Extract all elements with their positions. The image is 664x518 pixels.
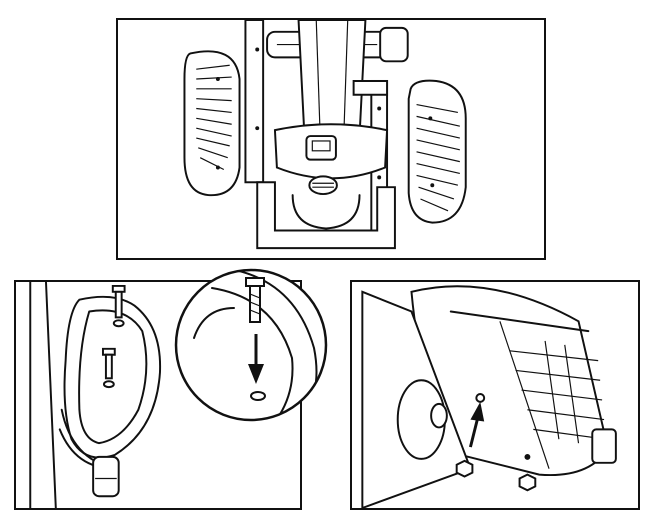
pedal-nut-illustration bbox=[361, 285, 617, 508]
zoom-detail-circle bbox=[174, 268, 328, 422]
elliptical-overview-illustration bbox=[183, 20, 467, 250]
bolt-icon bbox=[245, 277, 265, 323]
roller bbox=[308, 175, 338, 196]
pedal-arm bbox=[361, 290, 472, 508]
nut-icon-2 bbox=[518, 473, 537, 492]
bolt-icon bbox=[111, 284, 126, 328]
pedal-bolt-illustration bbox=[29, 282, 162, 508]
overview-panel bbox=[116, 18, 546, 260]
console-housing bbox=[273, 123, 389, 180]
pedal-roller bbox=[92, 455, 120, 498]
right-arm bbox=[352, 79, 389, 96]
left-post bbox=[244, 20, 265, 184]
base-frame bbox=[256, 181, 396, 250]
bolt-icon-2 bbox=[101, 347, 116, 389]
zoom-bolt-illustration bbox=[174, 268, 328, 422]
arrow-up-icon bbox=[469, 401, 485, 448]
pedal-icon bbox=[410, 285, 617, 477]
bolt-end bbox=[475, 393, 486, 403]
pedal-nut-panel bbox=[350, 280, 640, 510]
console-display bbox=[305, 135, 337, 161]
right-pedal-icon bbox=[407, 79, 467, 224]
central-column bbox=[297, 20, 367, 138]
screw-hole bbox=[250, 391, 266, 401]
arrow-down-icon bbox=[248, 334, 264, 384]
left-pedal-icon bbox=[183, 50, 241, 197]
nut-icon bbox=[455, 459, 474, 478]
